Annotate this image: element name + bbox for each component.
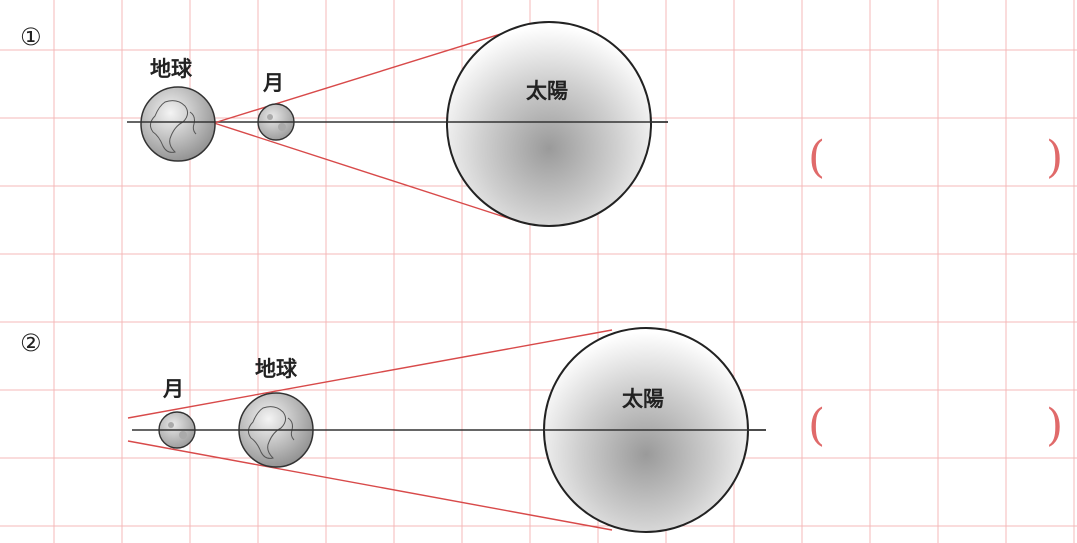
earth-label-2: 地球 [255, 357, 298, 381]
answer-paren-close-1: ) [1046, 132, 1063, 183]
answer-paren-open-1: ( [808, 132, 825, 183]
ray-upper-2 [127, 329, 613, 419]
ray-lower-1 [213, 122, 521, 223]
answer-paren-open-2: ( [808, 400, 825, 451]
diagram-number-1: ① [20, 23, 42, 51]
earth-label-1: 地球 [150, 57, 193, 81]
diagram-1: ① 地球 月 太陽 ( ) [20, 21, 1063, 227]
diagram-number-2: ② [20, 329, 42, 357]
sun-label-2: 太陽 [622, 387, 664, 411]
ray-lower-2 [127, 440, 613, 531]
diagram-2: ② 月 地球 太陽 ( ) [20, 327, 1063, 533]
earth-1 [140, 86, 216, 162]
moon-label-1: 月 [262, 71, 284, 95]
sun-label-1: 太陽 [526, 79, 568, 103]
answer-paren-close-2: ) [1046, 400, 1063, 451]
moon-label-2: 月 [162, 377, 184, 401]
sun-1 [446, 21, 652, 227]
